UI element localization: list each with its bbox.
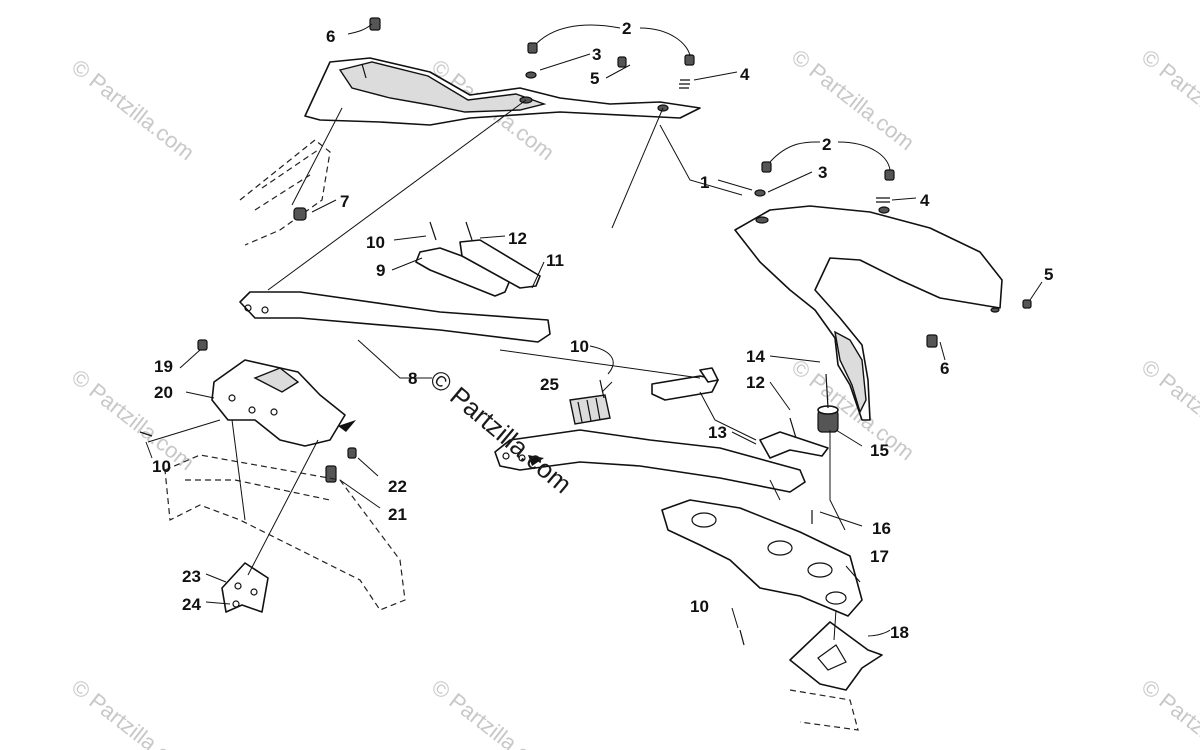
- bracket-13: [759, 431, 829, 459]
- callout-2: 2: [622, 19, 631, 38]
- watermark: © Partzilla.com: [67, 54, 199, 165]
- callout-9: 9: [376, 261, 385, 280]
- right-upper-panel: [734, 205, 1003, 421]
- callout-12: 12: [508, 229, 527, 248]
- clip-21: [325, 465, 337, 483]
- support-rail-upper: [239, 291, 551, 343]
- callout-11: 11: [546, 251, 564, 270]
- watermark: © Partzilla.com: [787, 44, 919, 155]
- watermark: © Partzilla.com: [1137, 674, 1200, 750]
- callout-15: 15: [870, 441, 889, 460]
- callout-5: 5: [1044, 265, 1053, 284]
- watermark: © Partzilla.com: [1137, 44, 1200, 155]
- callout-14: 14: [746, 347, 765, 366]
- watermark: © Partzilla.com: [1137, 354, 1200, 465]
- callout-23: 23: [182, 567, 201, 586]
- assembly-lines: [147, 99, 846, 641]
- clip-bracket: [651, 367, 719, 401]
- frame-left: [164, 454, 406, 611]
- callout-13: 13: [708, 423, 727, 442]
- callout-10: 10: [152, 457, 171, 476]
- callout-5: 5: [590, 69, 599, 88]
- frame-stub: [789, 689, 859, 731]
- callout-16: 16: [872, 519, 891, 538]
- plate-18: [789, 621, 883, 691]
- watermark: © Partzilla.com: [427, 674, 559, 750]
- callout-2: 2: [822, 135, 831, 154]
- callout-21: 21: [388, 505, 407, 524]
- grommet: [817, 405, 839, 433]
- callout-24: 24: [182, 595, 201, 614]
- callout-10: 10: [690, 597, 709, 616]
- support-rail-lower: [494, 429, 806, 493]
- bracket-9-11: [415, 239, 541, 297]
- callout-10: 10: [570, 337, 589, 356]
- callout-labels: 6 2 3 5 4 7 1 2 3 4 5 6 10 12 9 11 10 8 …: [152, 19, 1053, 642]
- callout-1: 1: [700, 173, 709, 192]
- callout-6: 6: [326, 27, 335, 46]
- callout-6: 6: [940, 359, 949, 378]
- bumper-pad: [569, 394, 611, 425]
- mount-plate: [661, 499, 863, 617]
- callout-19: 19: [154, 357, 173, 376]
- arrow-marker: [338, 420, 356, 432]
- backing-plate: [221, 562, 269, 613]
- left-mount-bracket: [211, 359, 346, 447]
- watermark: © Partzilla.com: [67, 364, 199, 475]
- callout-12: 12: [746, 373, 765, 392]
- callout-7: 7: [340, 192, 349, 211]
- callout-17: 17: [870, 547, 889, 566]
- left-upper-panel: [304, 57, 701, 126]
- callout-20: 20: [154, 383, 173, 402]
- watermark: © Partzilla.com: [67, 674, 199, 750]
- callout-8: 8: [408, 369, 417, 388]
- fasteners: [139, 17, 1032, 646]
- callout-4: 4: [740, 65, 750, 84]
- callout-10: 10: [366, 233, 385, 252]
- arrow-marker: [528, 455, 544, 466]
- callout-22: 22: [388, 477, 407, 496]
- callout-leaders: [145, 23, 1043, 637]
- callout-25: 25: [540, 375, 559, 394]
- callout-4: 4: [920, 191, 930, 210]
- callout-3: 3: [592, 45, 601, 64]
- callout-3: 3: [818, 163, 827, 182]
- callout-18: 18: [890, 623, 909, 642]
- side-bracket: [239, 139, 331, 246]
